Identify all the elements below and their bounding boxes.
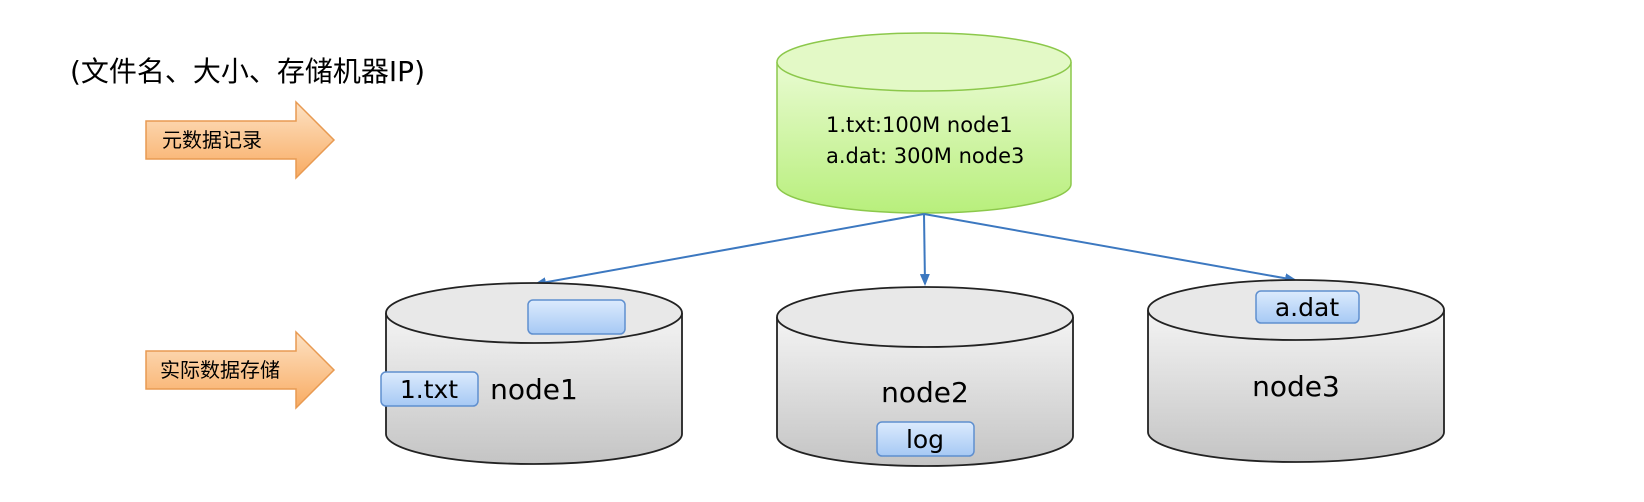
storage-arrow-label: 实际数据存储 — [160, 358, 280, 382]
node2-block: log — [876, 421, 975, 457]
node1-label: node1 — [490, 373, 578, 406]
metadata-arrow: 元数据记录 — [145, 100, 336, 180]
metadata-line-1: 1.txt:100M node1 — [826, 113, 1013, 137]
node3-label: node3 — [1252, 370, 1340, 403]
node2-label: node2 — [881, 376, 969, 409]
diagram-heading: (文件名、大小、存储机器IP) — [70, 55, 425, 88]
node3-block: a.dat — [1255, 290, 1360, 324]
node1-block: 1.txt — [380, 371, 479, 407]
metadata-arrow-label: 元数据记录 — [162, 128, 262, 152]
connector-node3 — [923, 213, 1297, 284]
node2-block-label: log — [906, 425, 944, 454]
connector-node1 — [534, 213, 925, 288]
connector-node2 — [919, 213, 930, 286]
metadata-database: 1.txt:100M node1 a.dat: 300M node3 — [776, 32, 1072, 214]
node2-cylinder: node2 log — [776, 286, 1074, 467]
storage-arrow: 实际数据存储 — [145, 330, 336, 410]
node1-cylinder: 1.txt node1 — [380, 282, 683, 465]
node3-cylinder: a.dat node3 — [1147, 279, 1445, 463]
metadata-line-2: a.dat: 300M node3 — [826, 144, 1024, 168]
node1-block-label: 1.txt — [400, 375, 458, 404]
connectors — [534, 213, 1297, 288]
empty-block — [527, 299, 626, 335]
node3-block-label: a.dat — [1275, 293, 1339, 322]
